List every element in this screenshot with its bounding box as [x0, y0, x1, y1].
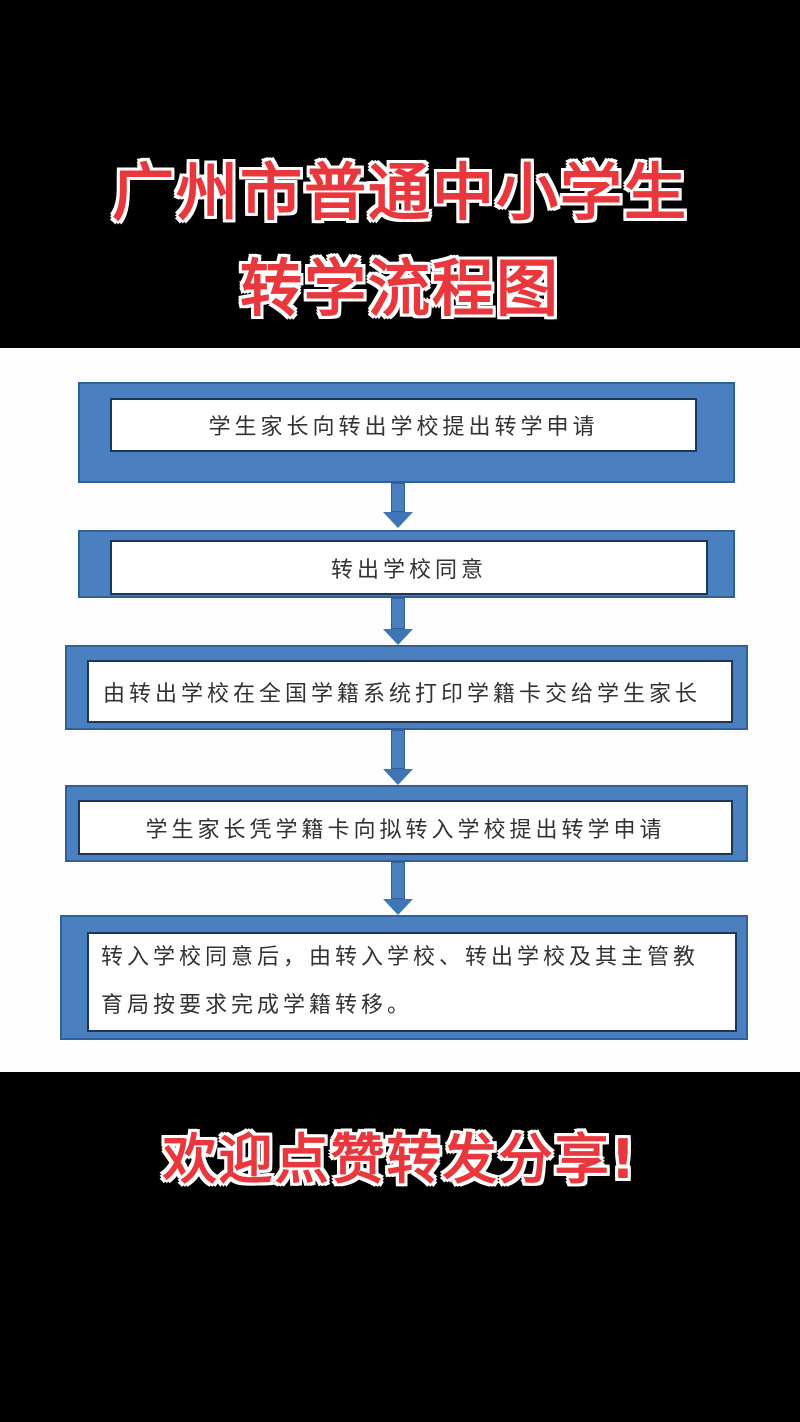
step-5-label: 转入学校同意后，由转入学校、转出学校及其主管教育局按要求完成学籍转移。 — [101, 945, 700, 1018]
arrow-down-icon — [383, 730, 413, 785]
arrow-down-icon — [383, 862, 413, 915]
arrow-down-icon — [383, 483, 413, 528]
footer-slogan: 欢迎点赞转发分享! — [162, 1128, 638, 1191]
title-line-1: 广州市普通中小学生 — [111, 156, 688, 229]
step-5-text: 转入学校同意后，由转入学校、转出学校及其主管教育局按要求完成学籍转移。 — [87, 932, 737, 1032]
title-line-2: 转学流程图 — [239, 252, 560, 325]
step-2-text: 转出学校同意 — [110, 540, 708, 595]
step-3-text: 由转出学校在全国学籍系统打印学籍卡交给学生家长 — [87, 660, 733, 723]
step-4-text: 学生家长凭学籍卡向拟转入学校提出转学申请 — [78, 800, 733, 855]
arrow-down-icon — [383, 598, 413, 645]
step-1-text: 学生家长向转出学校提出转学申请 — [110, 398, 697, 452]
